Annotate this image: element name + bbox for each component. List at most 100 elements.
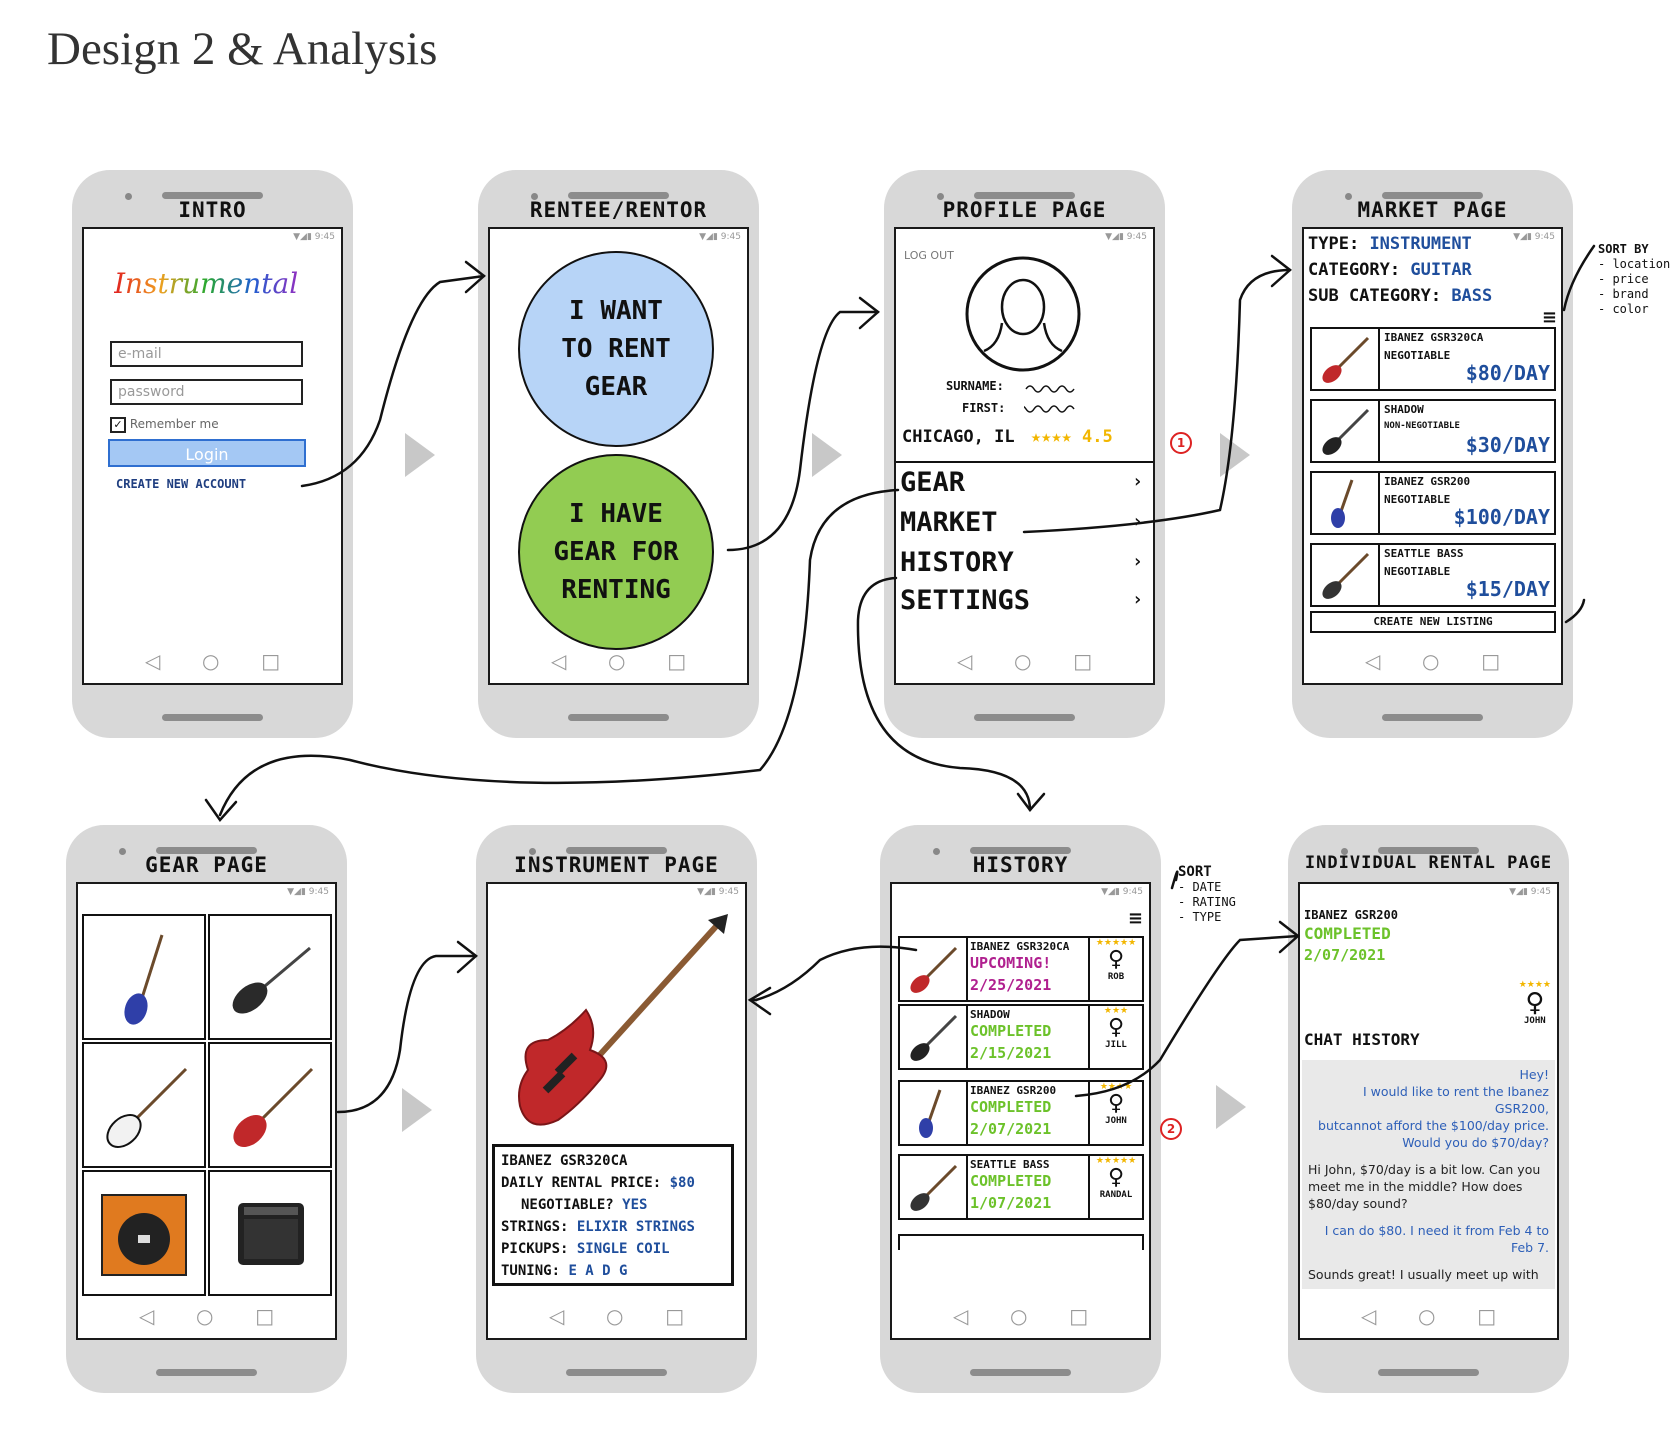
sort-note: SORT BY - location - price - brand - col… — [1598, 242, 1670, 317]
gear-tile[interactable] — [82, 914, 206, 1040]
chat-title: CHAT HISTORY — [1304, 1030, 1420, 1049]
category-label: CATEGORY: — [1308, 260, 1401, 280]
tuning-value: E A D G — [568, 1263, 628, 1279]
recent-icon[interactable]: □ — [667, 649, 687, 673]
home-icon[interactable]: ○ — [1422, 649, 1440, 673]
home-icon[interactable]: ○ — [1010, 1304, 1028, 1328]
recent-icon[interactable]: □ — [1481, 649, 1501, 673]
back-icon[interactable]: ◁ — [550, 649, 567, 673]
back-icon[interactable]: ◁ — [952, 1304, 969, 1328]
create-listing-button[interactable]: CREATE NEW LISTING — [1310, 611, 1556, 633]
listing-card[interactable]: IBANEZ GSR200 NEGOTIABLE $100/DAY — [1310, 471, 1556, 535]
home-icon[interactable]: ○ — [606, 1304, 624, 1328]
create-account-link[interactable]: CREATE NEW ACCOUNT — [116, 477, 247, 491]
strings-label: STRINGS: — [501, 1219, 569, 1235]
listing-name: IBANEZ GSR200 — [1384, 475, 1471, 488]
renter-avatar: ★★★♀JILL — [1088, 1006, 1142, 1068]
person-icon: ♀ — [1107, 1165, 1125, 1190]
rating-value: 4.5 — [1082, 427, 1113, 447]
subcategory-value[interactable]: BASS — [1451, 286, 1493, 306]
type-value[interactable]: INSTRUMENT — [1369, 234, 1472, 254]
gear-tile[interactable] — [208, 914, 332, 1040]
pickups-value: SINGLE COIL — [576, 1241, 670, 1257]
amp-tile[interactable] — [208, 1170, 332, 1296]
email-field[interactable]: e-mail — [110, 341, 303, 367]
listing-card[interactable]: IBANEZ GSR320CA NEGOTIABLE $80/DAY — [1310, 327, 1556, 391]
password-field[interactable]: password — [110, 379, 303, 405]
screen-title: RENTEE/RENTOR — [529, 198, 708, 222]
bass-thumb — [900, 1006, 968, 1068]
status-bar: ▼◢▮ 9:45 — [697, 887, 739, 897]
home-icon[interactable]: ○ — [1418, 1304, 1436, 1328]
subcategory-label: SUB CATEGORY: — [1308, 286, 1442, 306]
sort-item: - location — [1598, 257, 1671, 271]
recent-icon[interactable]: □ — [1477, 1304, 1497, 1328]
remember-row[interactable]: ✓ Remember me — [110, 417, 219, 433]
chat-history[interactable]: Hey! I would like to rent the Ibanez GSR… — [1302, 1060, 1555, 1289]
menu-label: GEAR — [900, 467, 966, 498]
chat-line: Hey! — [1519, 1067, 1550, 1082]
recent-icon[interactable]: □ — [261, 649, 281, 673]
speaker-bar — [156, 847, 257, 854]
history-row[interactable]: IBANEZ GSR320CA UPCOMING! 2/25/2021 ★★★★… — [898, 936, 1144, 1002]
speaker-bar — [970, 847, 1071, 854]
recent-icon[interactable]: □ — [255, 1304, 275, 1328]
listing-negotiable: NEGOTIABLE — [1384, 493, 1451, 506]
want-to-rent-button[interactable]: I WANT TO RENT GEAR — [518, 251, 714, 447]
back-icon[interactable]: ◁ — [548, 1304, 565, 1328]
home-icon[interactable]: ○ — [202, 649, 220, 673]
recent-icon[interactable]: □ — [1069, 1304, 1089, 1328]
sort-menu-icon[interactable]: ≡ — [1127, 908, 1143, 929]
back-icon[interactable]: ◁ — [1360, 1304, 1377, 1328]
history-row[interactable]: IBANEZ GSR200 COMPLETED 2/07/2021 ★★★★♀J… — [898, 1080, 1144, 1146]
back-icon[interactable]: ◁ — [138, 1304, 155, 1328]
back-icon[interactable]: ◁ — [1364, 649, 1381, 673]
menu-settings[interactable]: SETTINGS› — [900, 585, 1147, 616]
bottom-bar — [568, 714, 669, 721]
recent-icon[interactable]: □ — [665, 1304, 685, 1328]
history-name: SEATTLE BASS — [970, 1158, 1050, 1171]
home-icon[interactable]: ○ — [1014, 649, 1032, 673]
recent-icon[interactable]: □ — [1073, 649, 1093, 673]
listing-card[interactable]: SEATTLE BASS NEGOTIABLE $15/DAY — [1310, 543, 1556, 607]
have-line: RENTING — [561, 575, 671, 605]
gear-tile[interactable] — [82, 1042, 206, 1168]
history-row[interactable]: SHADOW COMPLETED 2/15/2021 ★★★♀JILL — [898, 1004, 1144, 1070]
status-bar: ▼◢▮ 9:45 — [1513, 232, 1555, 242]
amp-tile[interactable] — [82, 1170, 206, 1296]
camera-dot — [937, 193, 944, 200]
history-date: 2/07/2021 — [970, 1120, 1052, 1138]
home-icon[interactable]: ○ — [196, 1304, 214, 1328]
speaker-bar — [568, 192, 669, 199]
home-icon[interactable]: ○ — [608, 649, 626, 673]
back-icon[interactable]: ◁ — [956, 649, 973, 673]
menu-history[interactable]: HISTORY› — [900, 547, 1147, 578]
camera-dot — [1341, 848, 1348, 855]
chat-line: butcannot afford the $100/day price. — [1318, 1118, 1549, 1133]
speaker-bar — [974, 192, 1075, 199]
rental-status: COMPLETED — [1304, 924, 1391, 943]
listing-price: $15/DAY — [1465, 577, 1550, 601]
phone-market: MARKET PAGE ▼◢▮ 9:45 TYPE: INSTRUMENT CA… — [1292, 170, 1573, 738]
bottom-bar — [974, 714, 1075, 721]
menu-gear[interactable]: GEAR› — [900, 467, 1147, 498]
gear-tile[interactable] — [208, 1042, 332, 1168]
category-value[interactable]: GUITAR — [1410, 260, 1472, 280]
renter-name: JILL — [1105, 1040, 1127, 1050]
logout-link[interactable]: LOG OUT — [904, 249, 954, 262]
location-text: CHICAGO, IL — [902, 427, 1015, 447]
chevron-right-icon: › — [1132, 589, 1143, 610]
menu-market[interactable]: MARKET› — [900, 507, 1147, 538]
checkbox-icon[interactable]: ✓ — [110, 417, 126, 433]
listing-card[interactable]: SHADOW NON-NEGOTIABLE $30/DAY — [1310, 399, 1556, 463]
listing-price: $30/DAY — [1465, 433, 1550, 457]
login-button[interactable]: Login — [108, 439, 306, 467]
have-gear-button[interactable]: I HAVE GEAR FOR RENTING — [518, 454, 714, 650]
rental-date: 2/07/2021 — [1304, 946, 1386, 964]
history-date: 2/15/2021 — [970, 1044, 1052, 1062]
sort-menu-icon[interactable]: ≡ — [1541, 307, 1557, 328]
history-status: COMPLETED — [970, 1172, 1052, 1190]
back-icon[interactable]: ◁ — [144, 649, 161, 673]
flow-arrow-icon — [1216, 1085, 1246, 1129]
history-row[interactable]: SEATTLE BASS COMPLETED 1/07/2021 ★★★★★♀R… — [898, 1154, 1144, 1220]
